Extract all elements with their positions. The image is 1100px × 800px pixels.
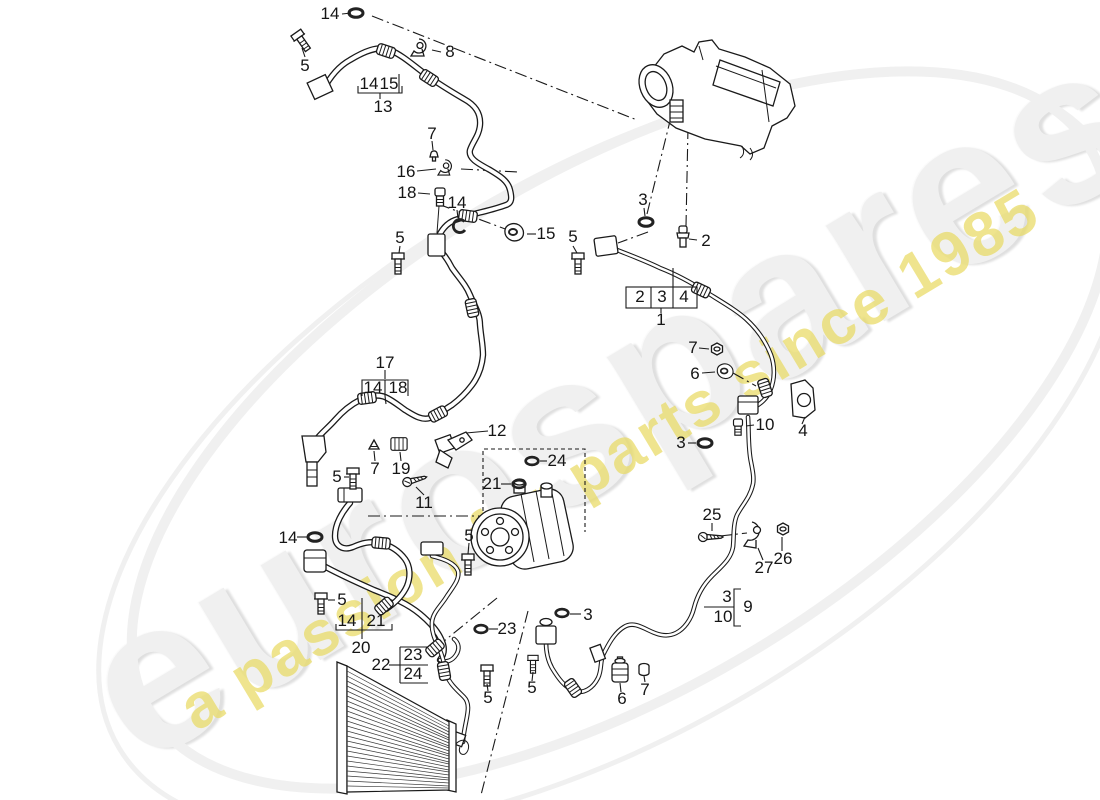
callout-7-a: 7 (427, 124, 437, 143)
callout-23-b: 23 (403, 645, 423, 664)
callout-24-b: 24 (403, 664, 423, 683)
callout-5-g: 5 (483, 688, 493, 707)
pressure-sensor-2-icon (676, 225, 690, 248)
grommet-6-icon (716, 363, 734, 380)
plug-7-icon (368, 439, 380, 450)
evaporator-housing (638, 39, 796, 161)
callout-18-b: 18 (388, 378, 408, 397)
callout-5-d: 5 (332, 467, 342, 486)
refrigerant-line-9-10 (546, 417, 753, 692)
callout-5-a: 5 (300, 56, 310, 75)
callout-3-c: 3 (676, 433, 686, 452)
callout-10-b: 10 (713, 607, 733, 626)
callout-23-a: 23 (497, 619, 517, 638)
callout-14-d: 14 (363, 378, 383, 397)
callout-11: 11 (415, 493, 433, 512)
callout-7-b: 7 (688, 338, 698, 357)
callout-22: 22 (371, 655, 391, 674)
plug-7-icon (429, 150, 439, 162)
seal-ring-23-icon (473, 623, 489, 635)
condenser-fins (346, 670, 450, 789)
bolt-5-icon (526, 654, 540, 674)
charge-valve-10-icon (732, 418, 744, 436)
callout-3-d: 3 (583, 605, 593, 624)
callout-21-a: 21 (482, 474, 502, 493)
callout-16: 16 (396, 162, 416, 181)
screw-25-icon (697, 531, 724, 543)
clamp-8-icon (410, 38, 427, 57)
callout-4-b: 4 (798, 421, 808, 440)
callout-14-c: 14 (447, 193, 467, 212)
seal-ring-14-icon (306, 531, 324, 543)
bracket-12-icon (434, 431, 473, 469)
callout-12: 12 (487, 421, 507, 440)
callout-3-a: 3 (638, 190, 648, 209)
callout-17: 17 (375, 353, 395, 372)
callout-5-f: 5 (464, 526, 474, 545)
clamp-16-icon (437, 159, 452, 176)
callout-14-a: 14 (320, 4, 340, 23)
nut-26-icon (776, 522, 790, 536)
callout-6-b: 6 (617, 689, 627, 708)
clamp-27-icon (742, 521, 762, 549)
callout-7-d: 7 (640, 680, 650, 699)
bolt-5-icon (479, 664, 495, 687)
callout-7-c: 7 (370, 459, 380, 478)
o-ring-3-icon (637, 216, 655, 228)
o-ring-24-icon (524, 455, 540, 467)
callout-25: 25 (702, 505, 722, 524)
cap-7-icon (638, 662, 650, 677)
callout-14-f: 14 (337, 611, 357, 630)
callout-2-b: 2 (635, 287, 645, 306)
callout-14-e: 14 (278, 528, 298, 547)
callout-20: 20 (351, 638, 371, 657)
callout-5-b: 5 (395, 228, 405, 247)
callout-27: 27 (754, 558, 774, 577)
callout-6-a: 6 (690, 364, 700, 383)
callout-8: 8 (445, 42, 455, 61)
callout-14-b: 14 (359, 74, 379, 93)
callout-3-e: 3 (722, 587, 732, 606)
bolt-5-icon (460, 553, 476, 576)
bolt-5-icon (289, 27, 315, 55)
callout-21-b: 21 (366, 611, 386, 630)
callout-3-b: 3 (657, 287, 667, 306)
callout-5-e: 5 (337, 590, 347, 609)
callout-4-a: 4 (679, 287, 689, 306)
bracket-4-icon (790, 379, 816, 419)
sleeve-19-icon (390, 437, 408, 451)
callout-24-a: 24 (547, 451, 567, 470)
seal-ring-14-icon (347, 7, 365, 19)
condenser (336, 661, 457, 795)
callout-1: 1 (656, 310, 666, 329)
callout-15-b: 15 (536, 224, 556, 243)
nut-7-icon (710, 342, 724, 356)
muffler-6-icon (611, 656, 629, 683)
callout-2-a: 2 (701, 231, 711, 250)
o-ring-3-icon (696, 437, 714, 449)
callout-9: 9 (743, 597, 753, 616)
callout-5-c: 5 (568, 227, 578, 246)
callout-leaders (297, 12, 806, 693)
o-ring-3-icon (554, 607, 570, 619)
callout-13: 13 (373, 97, 393, 116)
corrugated-sections (356, 42, 774, 700)
bolt-5-icon (570, 252, 586, 275)
callout-10-a: 10 (755, 415, 775, 434)
grommet-15-icon (503, 222, 525, 242)
callout-18-a: 18 (397, 183, 417, 202)
small-parts (289, 7, 816, 687)
callout-26: 26 (773, 549, 793, 568)
refrigerant-line-17 (310, 247, 483, 450)
valve-18-icon (434, 187, 446, 207)
refrigerant-line-13 (323, 48, 511, 240)
callout-19: 19 (391, 459, 411, 478)
bolt-5-icon (345, 467, 361, 490)
callout-5-h: 5 (527, 678, 537, 697)
callout-15-a: 15 (379, 74, 399, 93)
bolt-5-icon (313, 592, 329, 615)
